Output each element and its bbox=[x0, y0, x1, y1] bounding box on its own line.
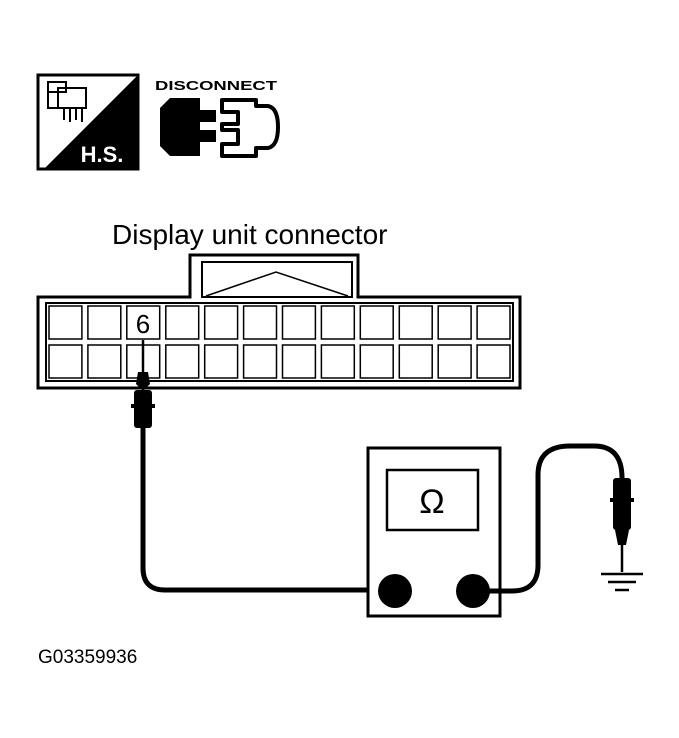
plug-male-icon bbox=[160, 98, 216, 156]
disconnect-label: DISCONNECT bbox=[155, 78, 277, 93]
pin-cavity bbox=[165, 305, 200, 340]
pin-cavity bbox=[203, 344, 239, 379]
harness-connector-icon bbox=[47, 81, 87, 122]
pin-cavity bbox=[281, 305, 317, 340]
pin-cavity bbox=[476, 344, 511, 379]
pin-cavity bbox=[165, 344, 200, 379]
pin-cavity bbox=[320, 344, 356, 379]
pin-cavity bbox=[359, 344, 394, 379]
pin-cavity bbox=[398, 305, 433, 340]
display-unit-connector: 6 bbox=[36, 253, 522, 390]
pin-cavity bbox=[398, 344, 433, 379]
plug-female-icon bbox=[220, 98, 280, 158]
pin-cavity bbox=[437, 305, 472, 340]
test-lead-left bbox=[140, 428, 395, 593]
pin-cavity bbox=[48, 305, 83, 340]
pin-cavity bbox=[359, 305, 394, 340]
figure-id: G03359936 bbox=[38, 647, 137, 668]
pin-cavity bbox=[476, 305, 511, 340]
pin-cavity bbox=[320, 305, 356, 340]
probe-connector-side bbox=[131, 340, 155, 428]
pin-cavity bbox=[48, 344, 83, 379]
connector-latch bbox=[201, 261, 353, 298]
harness-side-icon: H.S. bbox=[36, 73, 140, 171]
pin-cavity bbox=[126, 305, 161, 340]
pin-6-label: 6 bbox=[136, 309, 150, 339]
meter-display bbox=[385, 468, 480, 532]
connector-title: Display unit connector bbox=[112, 219, 387, 250]
test-lead-right bbox=[473, 443, 625, 594]
disconnect-icon: DISCONNECT bbox=[155, 78, 280, 158]
pin-cavity bbox=[203, 305, 239, 340]
pin-cavity bbox=[281, 344, 317, 379]
pin-cavity bbox=[242, 344, 278, 379]
meter-terminal-com bbox=[378, 574, 412, 608]
ohmmeter: Ω bbox=[366, 446, 502, 618]
pin-cavity bbox=[242, 305, 278, 340]
ground-icon bbox=[601, 572, 643, 592]
pin-cavity bbox=[437, 344, 472, 379]
hs-label: H.S. bbox=[81, 142, 124, 167]
probe-ground-side bbox=[610, 478, 634, 572]
pin-cavity bbox=[87, 305, 122, 340]
ohm-symbol: Ω bbox=[419, 483, 444, 521]
pin-cavity bbox=[87, 344, 122, 379]
pin-grid bbox=[48, 305, 511, 379]
